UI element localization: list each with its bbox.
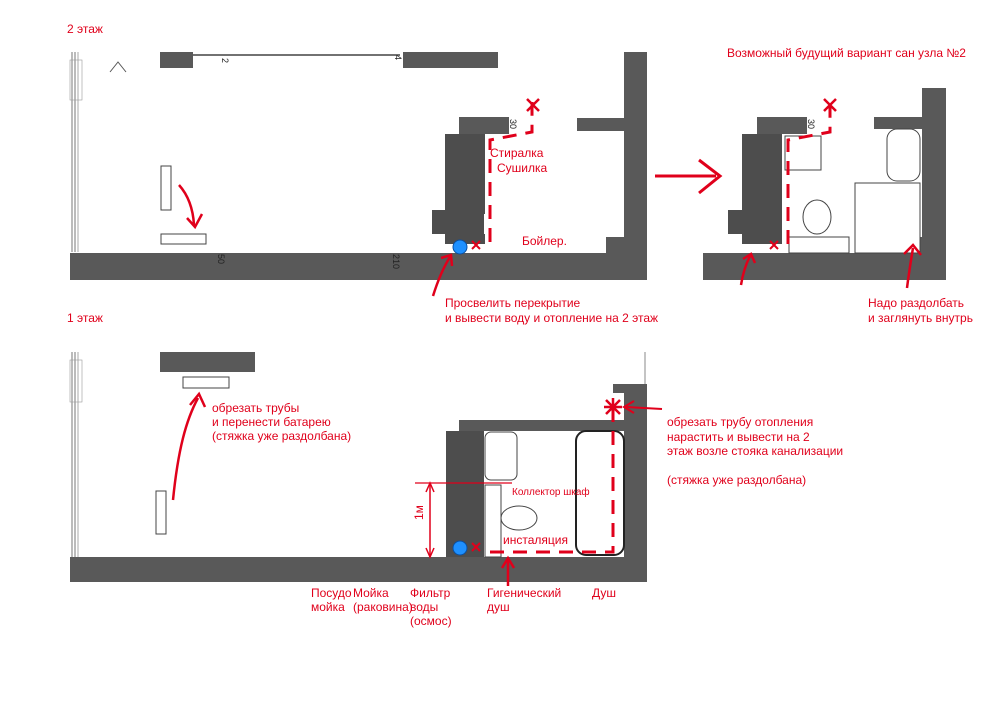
floor2-title: 2 этаж: [67, 22, 103, 36]
floor1-cut-mark: [604, 398, 622, 416]
variant-plan: 30 Надо раздолбать и заглянуть внутрь: [703, 88, 973, 325]
floor2-drill-label-1: Просвелить перекрытие: [445, 296, 581, 310]
floor1-install-label: инсталяция: [503, 533, 568, 547]
floor1-height-dimension: 1м: [412, 481, 512, 559]
floor1-filter-label-2: воды: [410, 600, 438, 614]
floor2-right-wall: [624, 52, 647, 280]
floor1-sink-label-2: (раковина): [353, 600, 413, 614]
floor1-note2-line4: (стяжка уже раздолбана): [667, 473, 806, 487]
variant-dim-30: 30: [806, 119, 816, 129]
floor2-drill-arrow: [431, 256, 452, 297]
variant-washer: [784, 135, 822, 171]
floor1-radiator-top: [182, 376, 230, 389]
floor2-washer-label: Стиралка: [490, 146, 544, 160]
floor2-radiator-horizontal: [160, 233, 207, 245]
variant-pipe-route: [786, 102, 832, 244]
floor1-bottom-wall: [70, 557, 647, 582]
floor1-heating-route: [490, 410, 615, 554]
floor2-dim-4: 4: [393, 55, 403, 60]
floor2-shaft-base: [445, 234, 485, 244]
floor1-right-wall: [624, 384, 647, 582]
floor1-note1-line1: обрезать трубы: [212, 401, 299, 415]
floor2-pipe-marker: [452, 239, 468, 255]
floor2-dim-210: 210: [391, 254, 401, 269]
floor2-bottom-wall: [70, 253, 647, 280]
variant-toilet: [802, 199, 832, 235]
floor1-installation-frame: [484, 484, 502, 558]
floor1-toilet: [500, 505, 538, 531]
floor1-note2-line2: нарастить и вывести на 2: [667, 430, 810, 444]
floor1-height-label: 1м: [412, 505, 426, 520]
variant-bathtub-top: [886, 128, 921, 182]
floor2-window: [69, 52, 83, 252]
floor1-partition-top: [459, 420, 625, 431]
floor2-dim-30: 30: [508, 119, 518, 129]
floor2-route-end-cross: [526, 98, 540, 112]
floor2-top-wall-right: [403, 52, 498, 68]
floor1-window: [69, 352, 83, 557]
floor1-note1-line3: (стяжка уже раздолбана): [212, 429, 351, 443]
variant-right-wall: [922, 88, 946, 280]
floor2-radiator-vertical: [160, 165, 172, 211]
floor2-shaft: [445, 134, 485, 214]
variant-break-arrow: [905, 247, 915, 289]
floor1-note2-line1: обрезать трубу отопления: [667, 415, 813, 429]
floor2-dim-2: 2: [220, 58, 230, 63]
floor2-radiator-arrow: [178, 184, 196, 226]
floor1-dishwasher-label-1: Посудо: [311, 586, 352, 600]
floor1-radiator-arrow: [171, 397, 200, 501]
floor1-shaft: [446, 431, 484, 539]
floor2-shaft-lower: [432, 210, 484, 234]
floor2-drill-label-2: и вывести воду и отопление на 2 этаж: [445, 311, 658, 325]
floor2-dim-50: 50: [216, 254, 226, 264]
floor1-hygienic-label-1: Гигенический: [487, 586, 561, 600]
floor2-plan: 2 4 50 210 30 Стиралка Сушилка Бойлер.: [69, 52, 658, 325]
floor1-note1-line2: и перенести батарею: [212, 415, 331, 429]
variant-break-label-1: Надо раздолбать: [868, 296, 964, 310]
variant-cabinet: [788, 236, 850, 254]
floor2-dryer-label: Сушилка: [497, 161, 548, 175]
floor1-note2-line3: этаж возле стояка канализации: [667, 444, 843, 458]
floor1-filter-label-1: Фильтр: [410, 586, 451, 600]
floor1-sink: [484, 431, 518, 481]
floor2-partition-top-right: [577, 118, 625, 131]
variant-shower-tray: [854, 182, 921, 254]
floor2-top-wall: [160, 52, 193, 68]
variant-break-label-2: и заглянуть внутрь: [868, 311, 973, 325]
floor1-shower-label: Душ: [592, 586, 616, 600]
floor1-sink-label-1: Мойка: [353, 586, 389, 600]
floor1-pipe-marker: [452, 540, 468, 556]
floor1-plan: обрезать трубы и перенести батарею (стяж…: [69, 352, 843, 628]
variant-riser-arrow: [739, 255, 752, 286]
floor1-filter-label-3: (осмос): [410, 614, 452, 628]
floor1-hygienic-label-2: душ: [487, 600, 510, 614]
floor1-radiator-bottom: [155, 490, 167, 535]
floor2-pipe-route: [488, 102, 534, 242]
floor1-dishwasher-label-2: мойка: [311, 600, 345, 614]
floor1-note2-arrow: [625, 406, 663, 410]
floor1-collector-label: Коллектор шкаф: [512, 486, 590, 498]
variant-title: Возможный будущий вариант сан узла №2: [727, 46, 966, 60]
floor1-title: 1 этаж: [67, 311, 103, 325]
floor2-boiler-label: Бойлер.: [522, 234, 567, 248]
floor1-top-wall: [160, 352, 255, 372]
floor2-partition-top: [459, 117, 509, 134]
